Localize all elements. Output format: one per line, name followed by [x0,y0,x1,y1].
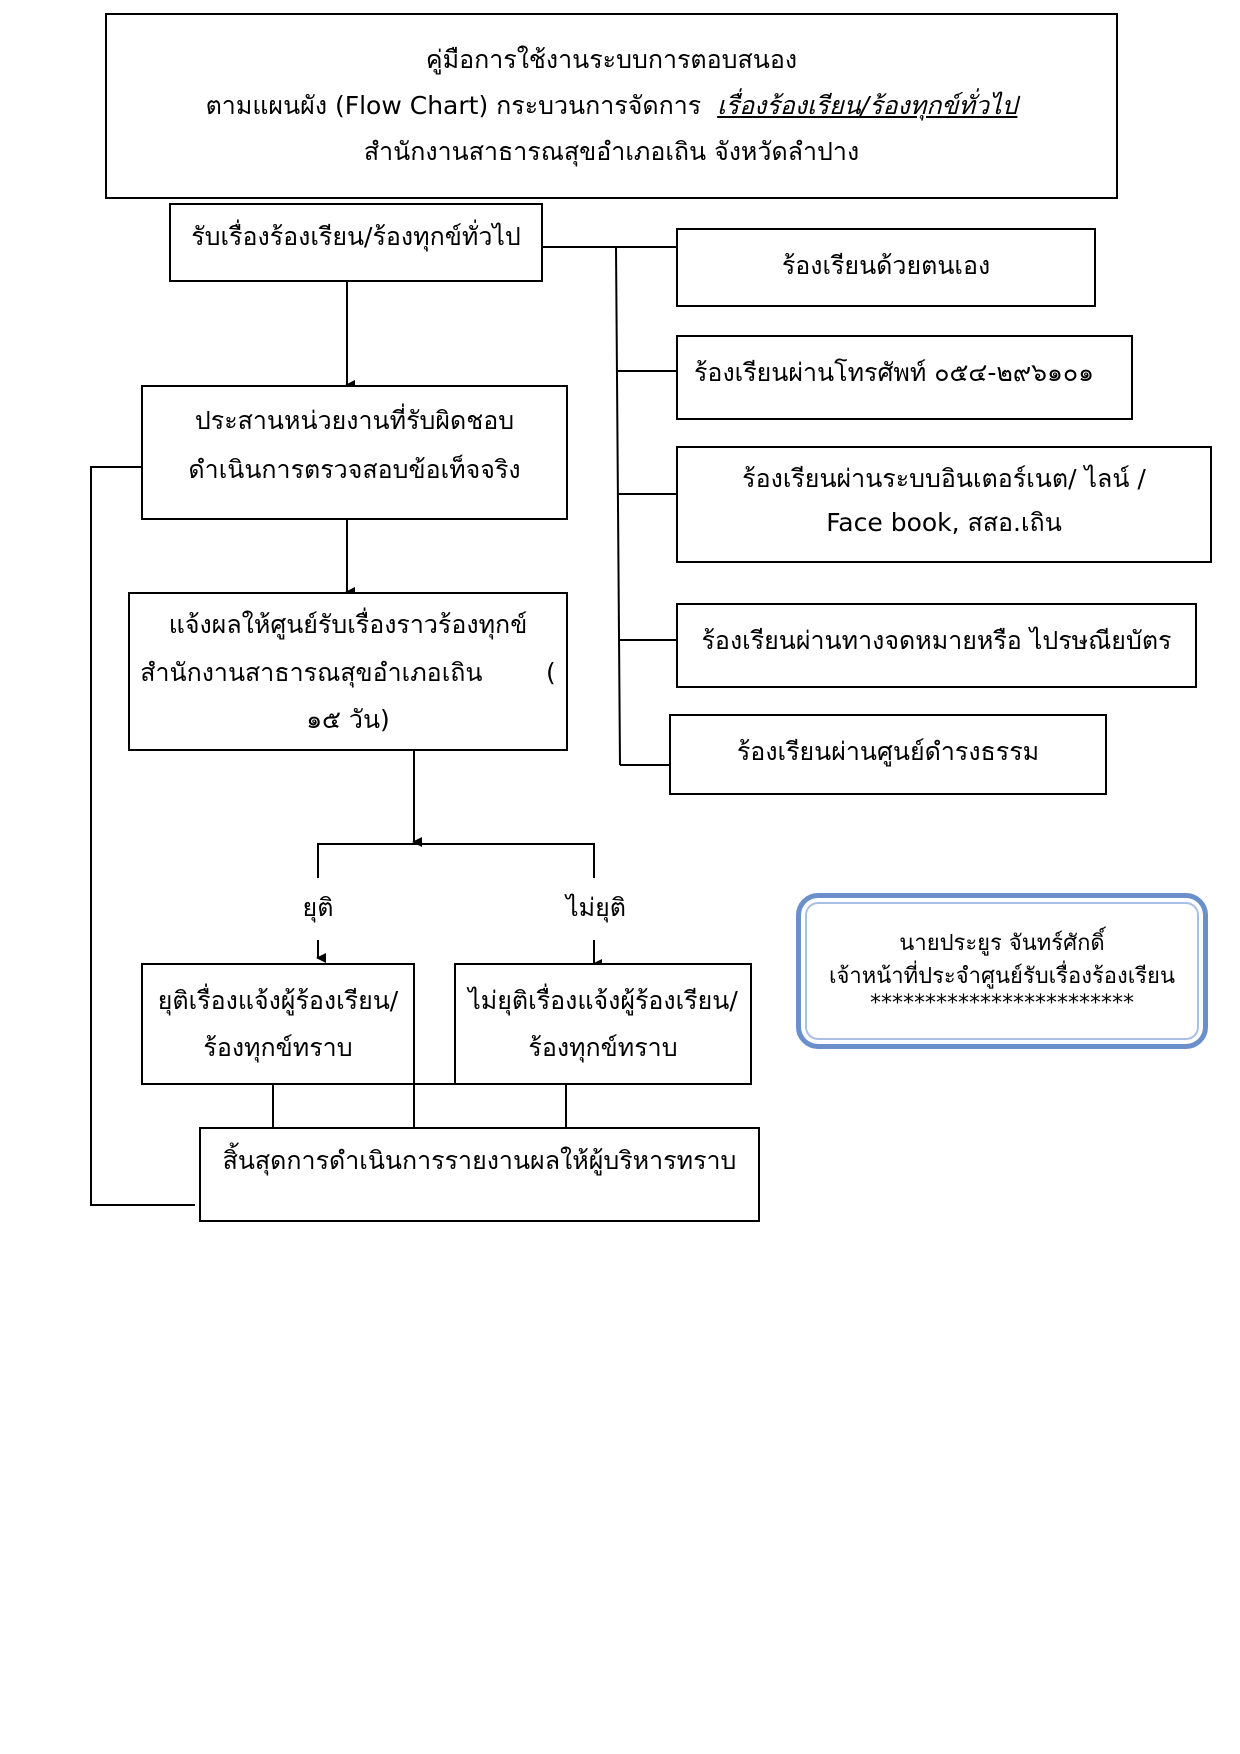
step-coordinate-line1: ประสานหน่วยงานที่รับผิดชอบ [194,406,515,435]
step-end: สิ้นสุดการดำเนินการรายงานผลให้ผู้บริหารท… [199,1127,760,1222]
step-notify-line3: ๑๕ วัน) [306,705,390,735]
step-end-label: สิ้นสุดการดำเนินการรายงานผลให้ผู้บริหารท… [222,1146,737,1175]
channel-center: ร้องเรียนผ่านศูนย์ดำรงธรรม [669,714,1107,795]
step-receive-label: รับเรื่องร้องเรียน/ร้องทุกข์ทั่วไป [191,222,521,251]
channel-phone-label: ร้องเรียนผ่านโทรศัพท์ ๐๕๔-๒๙๖๑๐๑ [694,358,1095,387]
channel-in-person: ร้องเรียนด้วยตนเอง [676,228,1096,307]
channel-in-person-label: ร้องเรียนด้วยตนเอง [781,251,991,280]
branch-label-resolved: ยุติ [302,893,334,922]
officer-card: นายประยูร จันทร์ศักดิ์ เจ้าหน้าที่ประจำศ… [796,893,1208,1049]
officer-name: นายประยูร จันทร์ศักดิ์ [899,931,1105,956]
branch-label-unresolved: ไม่ยุติ [566,893,626,922]
step-unresolved: ไม่ยุติเรื่องแจ้งผู้ร้องเรียน/ ร้องทุกข์… [454,963,752,1085]
header-box: คู่มือการใช้งานระบบการตอบสนอง ตามแผนผัง … [105,13,1118,199]
channel-phone: ร้องเรียนผ่านโทรศัพท์ ๐๕๔-๒๙๖๑๐๑ [676,335,1133,420]
feedback-loop [90,466,195,1206]
step-resolved-line2: ร้องทุกข์ทราบ [203,1033,353,1062]
step-receive: รับเรื่องร้องเรียน/ร้องทุกข์ทั่วไป [169,203,543,282]
header-title: คู่มือการใช้งานระบบการตอบสนอง [425,44,798,74]
branch-bar [317,843,595,878]
step-resolved: ยุติเรื่องแจ้งผู้ร้องเรียน/ ร้องทุกข์ทรา… [141,963,415,1085]
step-coordinate-line2: ดำเนินการตรวจสอบข้อเท็จจริง [188,454,521,484]
step-coordinate: ประสานหน่วยงานที่รับผิดชอบ ดำเนินการตรวจ… [141,385,568,520]
step-resolved-line1: ยุติเรื่องแจ้งผู้ร้องเรียน/ [157,985,399,1015]
step-unresolved-line2: ร้องทุกข์ทราบ [528,1033,678,1062]
step-notify: แจ้งผลให้ศูนย์รับเรื่องราวร้องทุกข์ สำนั… [128,592,568,751]
channel-internet-line1: ร้องเรียนผ่านระบบอินเตอร์เนต/ ไลน์ / [742,463,1146,493]
channel-mail: ร้องเรียนผ่านทางจดหมายหรือ ไปรษณียบัตร [676,603,1197,688]
step-notify-line2: สำนักงานสาธารณสุขอำเภอเถิน ( [140,657,556,687]
channel-internet: ร้องเรียนผ่านระบบอินเตอร์เนต/ ไลน์ / Fac… [676,446,1212,563]
officer-position: เจ้าหน้าที่ประจำศูนย์รับเรื่องร้องเรียน [828,964,1175,989]
channel-center-label: ร้องเรียนผ่านศูนย์ดำรงธรรม [736,737,1040,766]
channel-mail-label: ร้องเรียนผ่านทางจดหมายหรือ ไปรษณียบัตร [701,626,1172,655]
channel-internet-line2: Face book, สสอ.เถิน [826,507,1062,537]
step-unresolved-line1: ไม่ยุติเรื่องแจ้งผู้ร้องเรียน/ [468,985,738,1015]
step-notify-line1: แจ้งผลให้ศูนย์รับเรื่องราวร้องทุกข์ [168,610,528,640]
header-emphasis: เรื่องร้องเรียน/ร้องทุกข์ทั่วไป [717,90,1018,120]
header-subtitle: ตามแผนผัง (Flow Chart) กระบวนการจัดการ เ… [205,90,1018,120]
officer-separator: ************************ [870,991,1134,1016]
channel-trunk [615,246,621,766]
header-agency: สำนักงานสาธารณสุขอำเภอเถิน จังหวัดลำปาง [363,137,860,167]
